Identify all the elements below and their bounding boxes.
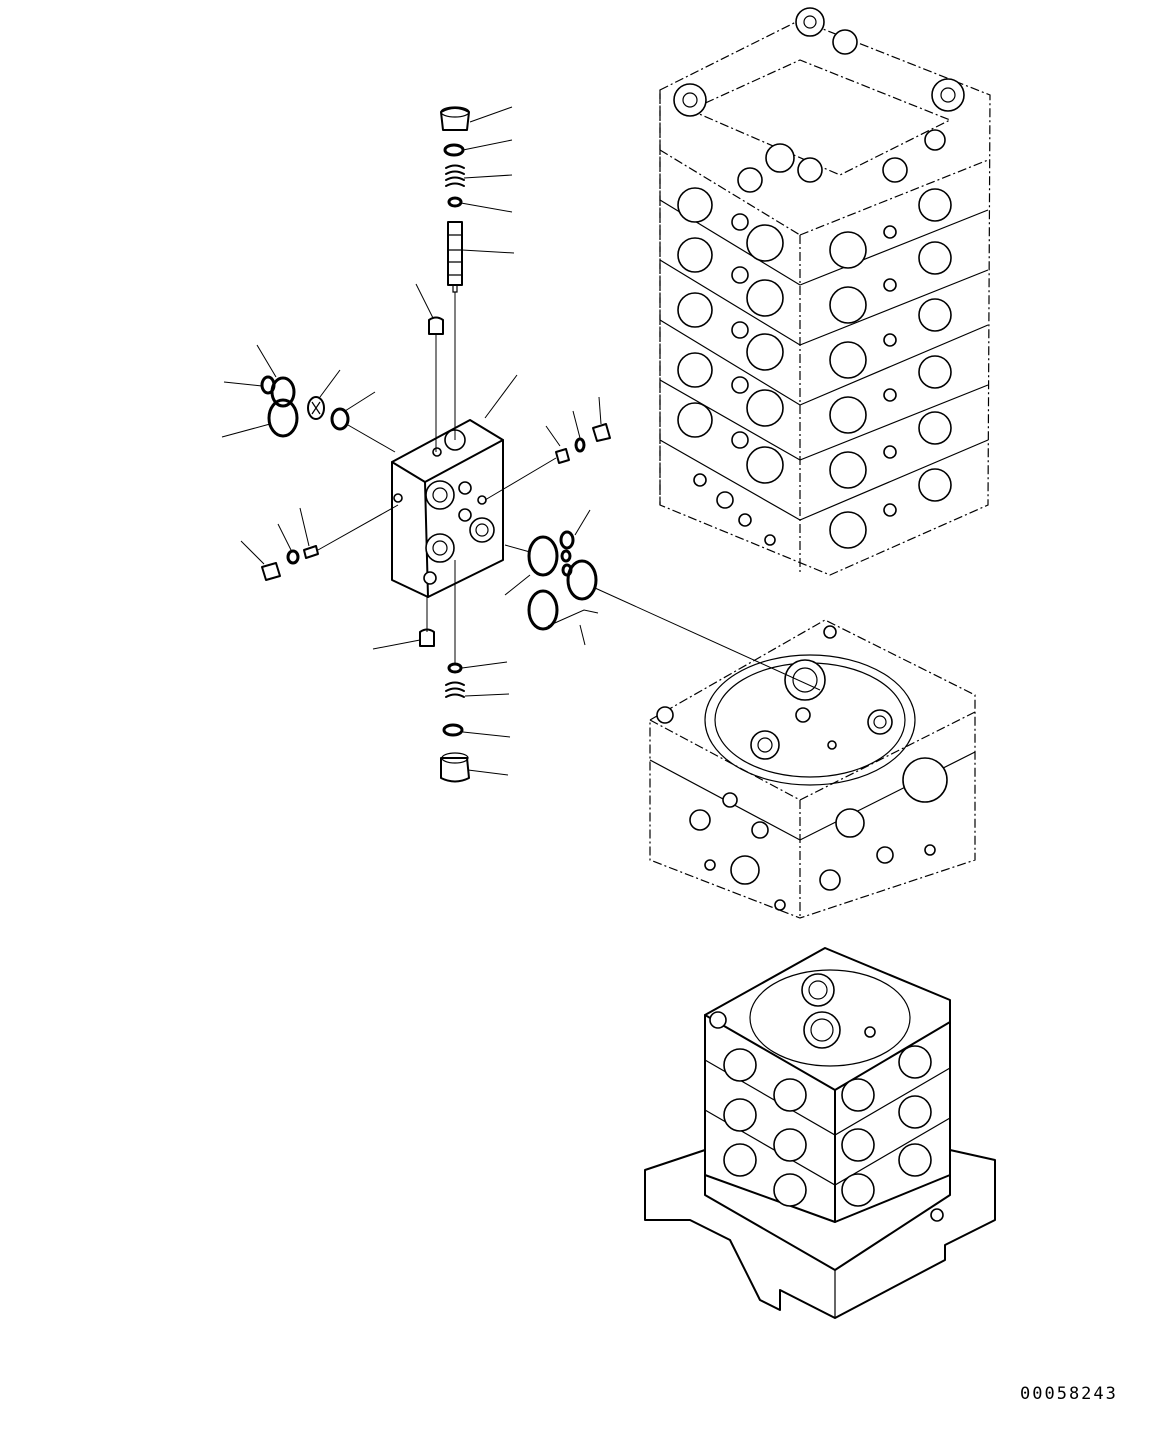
valve-stack-assembly-lower [644, 947, 996, 1319]
valve-end-section-middle [649, 619, 976, 919]
right-o-rings [504, 530, 821, 691]
right-side-plug [484, 423, 611, 501]
upper-spool-parts [440, 106, 470, 440]
lower-spool-parts [419, 560, 470, 783]
callout-leaders [221, 106, 602, 776]
valve-stack-assembly-upper [659, 7, 991, 576]
left-side-seals [260, 375, 396, 453]
valve-section-block [391, 419, 504, 598]
left-side-plug [261, 504, 399, 581]
pin-plug-top [428, 316, 444, 452]
drawing-number: 00058243 [1020, 1384, 1118, 1404]
